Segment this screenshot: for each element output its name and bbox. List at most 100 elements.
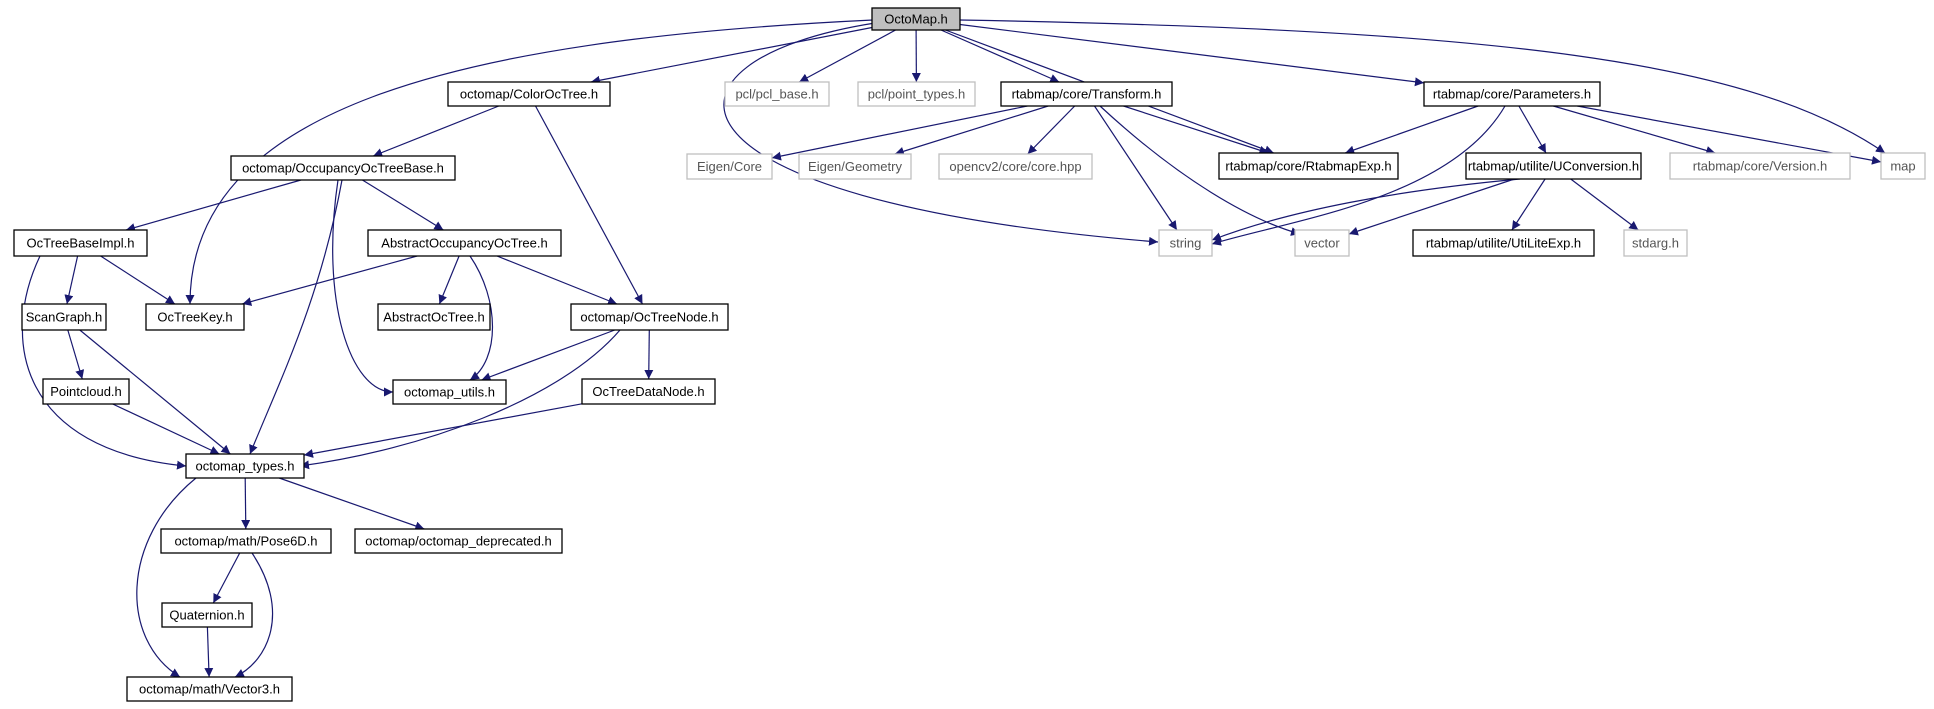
- edge-octomap_types-to-deprecated: [279, 477, 425, 531]
- edge-occupancybase-to-octreebaseimpl: [125, 179, 302, 232]
- node-vector: vector: [1294, 229, 1350, 257]
- node-box: [1623, 229, 1688, 257]
- node-box: [581, 378, 716, 405]
- node-label: vector: [1304, 236, 1340, 251]
- edge-octomap_h-to-parameters: [959, 23, 1425, 87]
- node-coloroctree[interactable]: octomap/ColorOcTree.h: [447, 81, 611, 107]
- node-label: octomap/octomap_deprecated.h: [365, 534, 551, 549]
- node-pose6d[interactable]: octomap/math/Pose6D.h: [160, 528, 332, 554]
- edge-octomap_h-to-coloroctree: [590, 26, 873, 85]
- node-label: rtabmap/utilite/UtiLiteExp.h: [1426, 236, 1581, 251]
- edge-coloroctree-to-octreenode: [534, 105, 644, 305]
- node-vector3[interactable]: octomap/math/Vector3.h: [126, 676, 293, 702]
- edge-occupancybase-to-octomap_types: [249, 179, 343, 455]
- edge-abstractoccupancy-to-octreekey: [242, 255, 418, 306]
- node-label: ScanGraph.h: [26, 310, 103, 325]
- edge-occupancybase-to-octomap_utils: [332, 179, 394, 397]
- node-label: pcl/pcl_base.h: [735, 87, 818, 102]
- node-box: [377, 303, 491, 331]
- node-octomap-types[interactable]: octomap_types.h: [185, 453, 305, 479]
- edge-parameters-to-string: [1211, 105, 1506, 246]
- node-box: [798, 153, 912, 180]
- edge-octreenode-to-octreedatanode: [644, 329, 654, 380]
- edge-octomap_types-to-vector3: [136, 477, 197, 678]
- node-label: rtabmap/core/Transform.h: [1012, 87, 1162, 102]
- edge-pointcloud-to-octomap_types: [112, 403, 220, 455]
- edge-transform-to-string: [1094, 105, 1178, 231]
- node-box: [1294, 229, 1350, 257]
- edge-parameters-to-version: [1553, 105, 1716, 155]
- node-rtabmapexp[interactable]: rtabmap/core/RtabmapExp.h: [1218, 152, 1399, 180]
- node-label: stdarg.h: [1632, 236, 1679, 251]
- node-label: AbstractOcTree.h: [383, 310, 484, 325]
- node-box: [1218, 152, 1399, 180]
- node-box: [570, 303, 729, 331]
- node-map: map: [1880, 152, 1926, 180]
- node-label: Eigen/Geometry: [808, 159, 902, 174]
- edge-uconversion-to-stdarg: [1570, 178, 1639, 231]
- node-box: [42, 378, 130, 405]
- edge-abstractoccupancy-to-octreenode: [496, 255, 618, 305]
- edge-uconversion-to-vector: [1348, 178, 1515, 236]
- node-transform[interactable]: rtabmap/core/Transform.h: [1000, 81, 1173, 107]
- node-quaternion[interactable]: Quaternion.h: [161, 602, 253, 628]
- node-label: map: [1890, 159, 1915, 174]
- node-label: octomap/math/Vector3.h: [139, 682, 280, 697]
- node-box: [230, 155, 456, 181]
- edge-octomap_h-to-pcl_base: [798, 29, 896, 83]
- node-box: [857, 81, 976, 107]
- node-box: [447, 81, 611, 107]
- node-parameters[interactable]: rtabmap/core/Parameters.h: [1423, 81, 1601, 107]
- node-label: rtabmap/core/RtabmapExp.h: [1225, 159, 1391, 174]
- node-stdarg: stdarg.h: [1623, 229, 1688, 257]
- node-box: [126, 676, 293, 702]
- nodes-layer: OctoMap.h octomap/ColorOcTree.h pcl/pcl_ba…: [13, 7, 1926, 702]
- node-label: opencv2/core/core.hpp: [949, 159, 1081, 174]
- node-pointcloud[interactable]: Pointcloud.h: [42, 378, 130, 405]
- node-label: OcTreeKey.h: [157, 310, 232, 325]
- node-label: octomap/ColorOcTree.h: [460, 87, 598, 102]
- node-octreenode[interactable]: octomap/OcTreeNode.h: [570, 303, 729, 331]
- node-box: [145, 303, 245, 331]
- node-scangraph[interactable]: ScanGraph.h: [21, 303, 107, 331]
- edge-pose6d-to-quaternion: [212, 552, 241, 604]
- edge-octomap_types-to-pose6d: [241, 477, 251, 530]
- node-deprecated[interactable]: octomap/octomap_deprecated.h: [354, 528, 563, 554]
- node-label: Quaternion.h: [169, 608, 244, 623]
- node-label: Eigen/Core: [697, 159, 762, 174]
- node-label: octomap_types.h: [195, 459, 294, 474]
- edge-parameters-to-uconversion: [1518, 105, 1547, 154]
- node-label: octomap/OcTreeNode.h: [580, 310, 718, 325]
- node-box: [392, 379, 507, 405]
- node-box: [21, 303, 107, 331]
- node-octreekey[interactable]: OcTreeKey.h: [145, 303, 245, 331]
- node-octomap-utils[interactable]: octomap_utils.h: [392, 379, 507, 405]
- node-eigen-geometry: Eigen/Geometry: [798, 153, 912, 180]
- node-label: Pointcloud.h: [50, 384, 122, 399]
- node-occupancybase[interactable]: octomap/OccupancyOcTreeBase.h: [230, 155, 456, 181]
- node-label: octomap/OccupancyOcTreeBase.h: [242, 161, 444, 176]
- edge-coloroctree-to-occupancybase: [372, 105, 500, 157]
- node-octreedatanode[interactable]: OcTreeDataNode.h: [581, 378, 716, 405]
- node-abstractoctree[interactable]: AbstractOcTree.h: [377, 303, 491, 331]
- node-label: pcl/point_types.h: [868, 87, 966, 102]
- node-box: [1880, 152, 1926, 180]
- node-utiliteexp[interactable]: rtabmap/utilite/UtiLiteExp.h: [1412, 229, 1595, 257]
- node-box: [686, 153, 773, 180]
- node-octreebaseimpl[interactable]: OcTreeBaseImpl.h: [13, 229, 148, 257]
- edge-octreenode-to-octomap_utils: [481, 329, 616, 382]
- edge-occupancybase-to-abstractoccupancy: [362, 179, 444, 231]
- node-box: [871, 7, 961, 31]
- node-opencv: opencv2/core/core.hpp: [938, 153, 1093, 180]
- node-box: [1412, 229, 1595, 257]
- node-uconversion[interactable]: rtabmap/utilite/UConversion.h: [1465, 152, 1642, 180]
- edge-parameters-to-rtabmapexp: [1344, 105, 1479, 155]
- node-label: OctoMap.h: [884, 12, 948, 27]
- node-label: string: [1170, 236, 1202, 251]
- node-box: [354, 528, 563, 554]
- node-eigen-core: Eigen/Core: [686, 153, 773, 180]
- node-abstractoccupancy[interactable]: AbstractOccupancyOcTree.h: [367, 229, 562, 257]
- node-box: [724, 81, 830, 107]
- edge-octreedatanode-to-octomap_types: [303, 403, 583, 458]
- node-octomap-h[interactable]: OctoMap.h: [871, 7, 961, 31]
